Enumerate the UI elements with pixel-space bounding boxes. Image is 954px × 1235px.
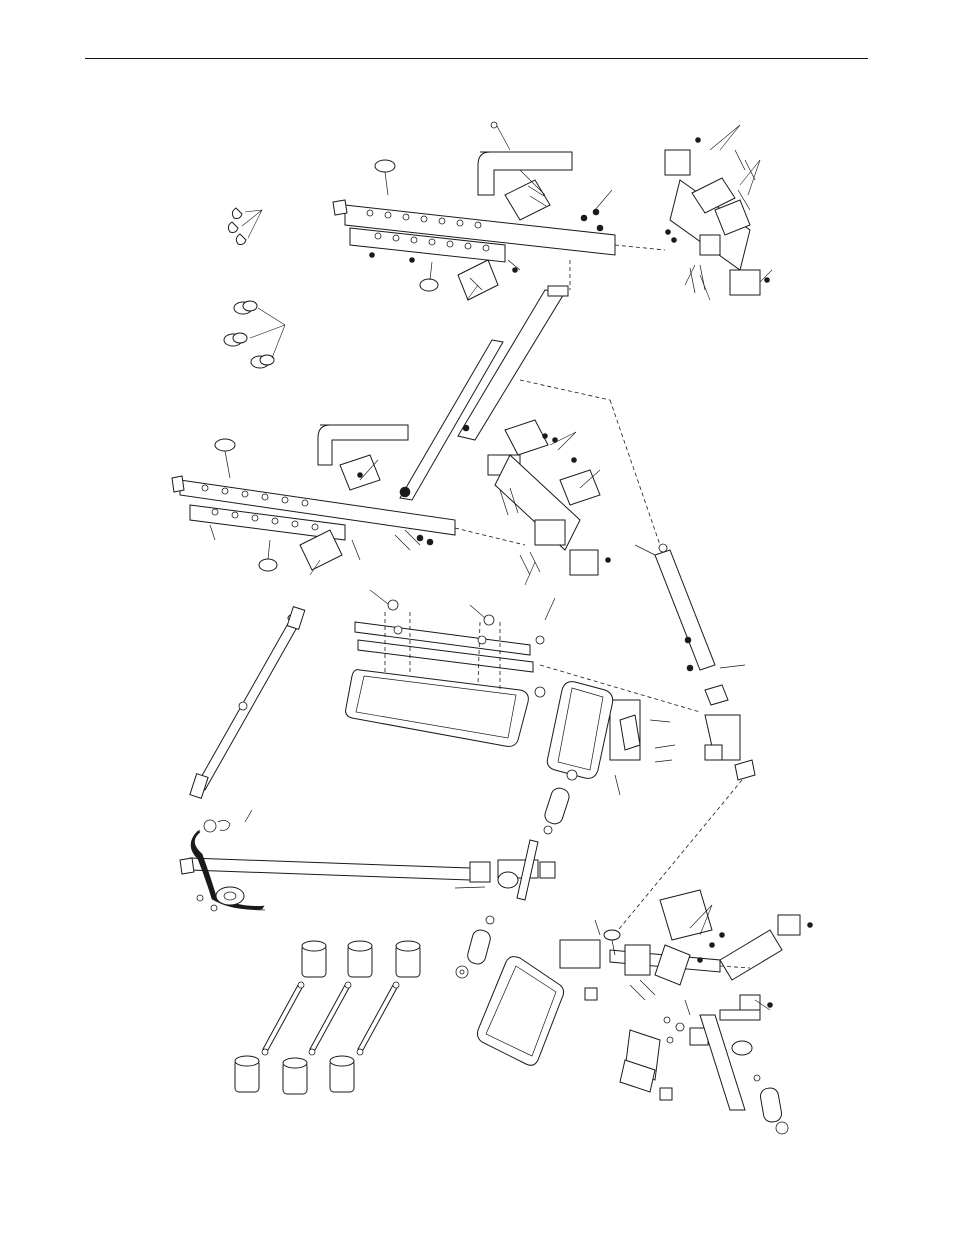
seat-pad-assembly xyxy=(346,590,555,746)
leg-lever-assembly xyxy=(180,770,577,978)
backrest-pad xyxy=(478,957,564,1066)
weight-bar xyxy=(190,607,305,799)
front-base-assembly xyxy=(560,890,813,1134)
roller-pad xyxy=(283,1058,307,1094)
roller-pad xyxy=(235,1056,259,1092)
back-pad xyxy=(547,682,612,779)
weight-collar-group xyxy=(224,301,285,368)
roller-pad xyxy=(348,941,372,977)
backrest-lower-assembly xyxy=(478,957,564,1066)
roller-pad xyxy=(396,941,420,977)
upper-rear-base-assembly xyxy=(333,122,772,300)
roller-pad xyxy=(330,1056,354,1092)
roller-pad xyxy=(302,941,326,977)
seat-pad xyxy=(346,670,529,747)
roller-pads xyxy=(235,941,420,1094)
spring-clip-group xyxy=(228,208,262,245)
middle-upright-assembly xyxy=(172,286,660,585)
